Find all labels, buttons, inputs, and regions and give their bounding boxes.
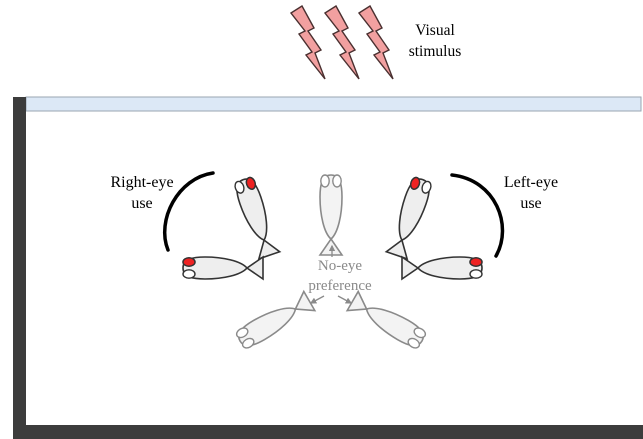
left-eye-line1: Left-eye: [492, 172, 570, 193]
lightning-bolt-icon: [325, 6, 359, 79]
left-eye-use-label: Left-eye use: [492, 172, 570, 214]
fish-right-eye-lower: [183, 257, 263, 279]
right-eye-line2: use: [92, 193, 192, 214]
arrow-down-right: [338, 296, 351, 303]
eye-highlight: [470, 258, 482, 266]
no-eye-preference-label: No-eye preference: [290, 256, 390, 296]
fish-left-eye-lower: [402, 257, 482, 279]
no-eye-line2: preference: [290, 276, 390, 296]
lightning-bolt-icon: [359, 6, 393, 79]
fish-no-eye-up: [320, 175, 342, 255]
right-eye-use-label: Right-eye use: [92, 172, 192, 214]
fish-no-eye-left: [235, 291, 315, 350]
tank-left-wall: [13, 97, 26, 439]
visual-stimulus-label: Visual stimulus: [393, 20, 477, 62]
left-eye-line2: use: [492, 193, 570, 214]
lightning-bolt-icon: [291, 6, 325, 79]
right-eye-line1: Right-eye: [92, 172, 192, 193]
visual-stimulus-line2: stimulus: [393, 41, 477, 62]
visual-stimulus-line1: Visual: [393, 20, 477, 41]
fish-no-eye-right: [347, 291, 427, 350]
tank-floor: [13, 425, 643, 439]
fish-left-eye-upper: [386, 176, 433, 259]
no-eye-line1: No-eye: [290, 256, 390, 276]
water-surface: [26, 97, 641, 111]
fish-right-eye-upper: [233, 176, 280, 259]
arrow-down-left: [311, 296, 324, 303]
eye-highlight: [183, 258, 195, 266]
